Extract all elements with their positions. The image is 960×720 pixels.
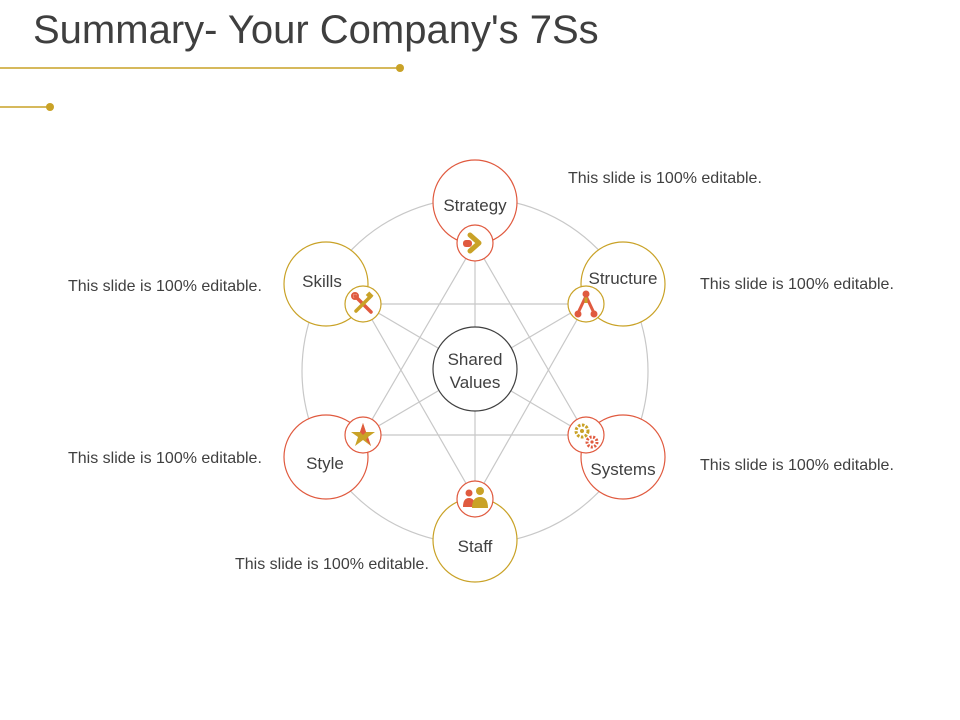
star-icon — [351, 423, 375, 446]
caption-structure: This slide is 100% editable. — [700, 276, 894, 293]
staff-label: Staff — [458, 537, 493, 556]
style-label: Style — [306, 454, 344, 473]
staff-node: Staff — [432, 480, 518, 583]
style-node: Style — [283, 414, 382, 500]
page-title: Summary- Your Company's 7Ss — [33, 8, 599, 52]
strategy-node: Strategy — [432, 159, 518, 262]
caption-strategy: This slide is 100% editable. — [568, 170, 762, 187]
structure-label: Structure — [589, 269, 658, 288]
shared-values-label-line1: Shared — [448, 350, 503, 369]
chevron-right-icon — [463, 232, 482, 254]
gears-icon — [574, 423, 599, 449]
shared-values-node: Shared Values — [432, 326, 518, 412]
caption-style: This slide is 100% editable. — [68, 450, 262, 467]
shared-values-label-line2: Values — [450, 373, 501, 392]
caption-systems: This slide is 100% editable. — [700, 457, 894, 474]
title-decoration — [0, 64, 404, 111]
caption-staff: This slide is 100% editable. — [235, 556, 429, 573]
skills-label: Skills — [302, 272, 342, 291]
caption-skills: This slide is 100% editable. — [68, 278, 262, 295]
tools-icon — [351, 291, 374, 314]
people-icon — [463, 487, 488, 508]
strategy-label: Strategy — [443, 196, 507, 215]
systems-node: Systems — [567, 414, 666, 500]
hexagram — [361, 241, 588, 501]
skills-node: Skills — [283, 241, 382, 327]
structure-node: Structure — [567, 241, 666, 327]
systems-label: Systems — [590, 460, 655, 479]
hierarchy-icon — [574, 290, 598, 318]
